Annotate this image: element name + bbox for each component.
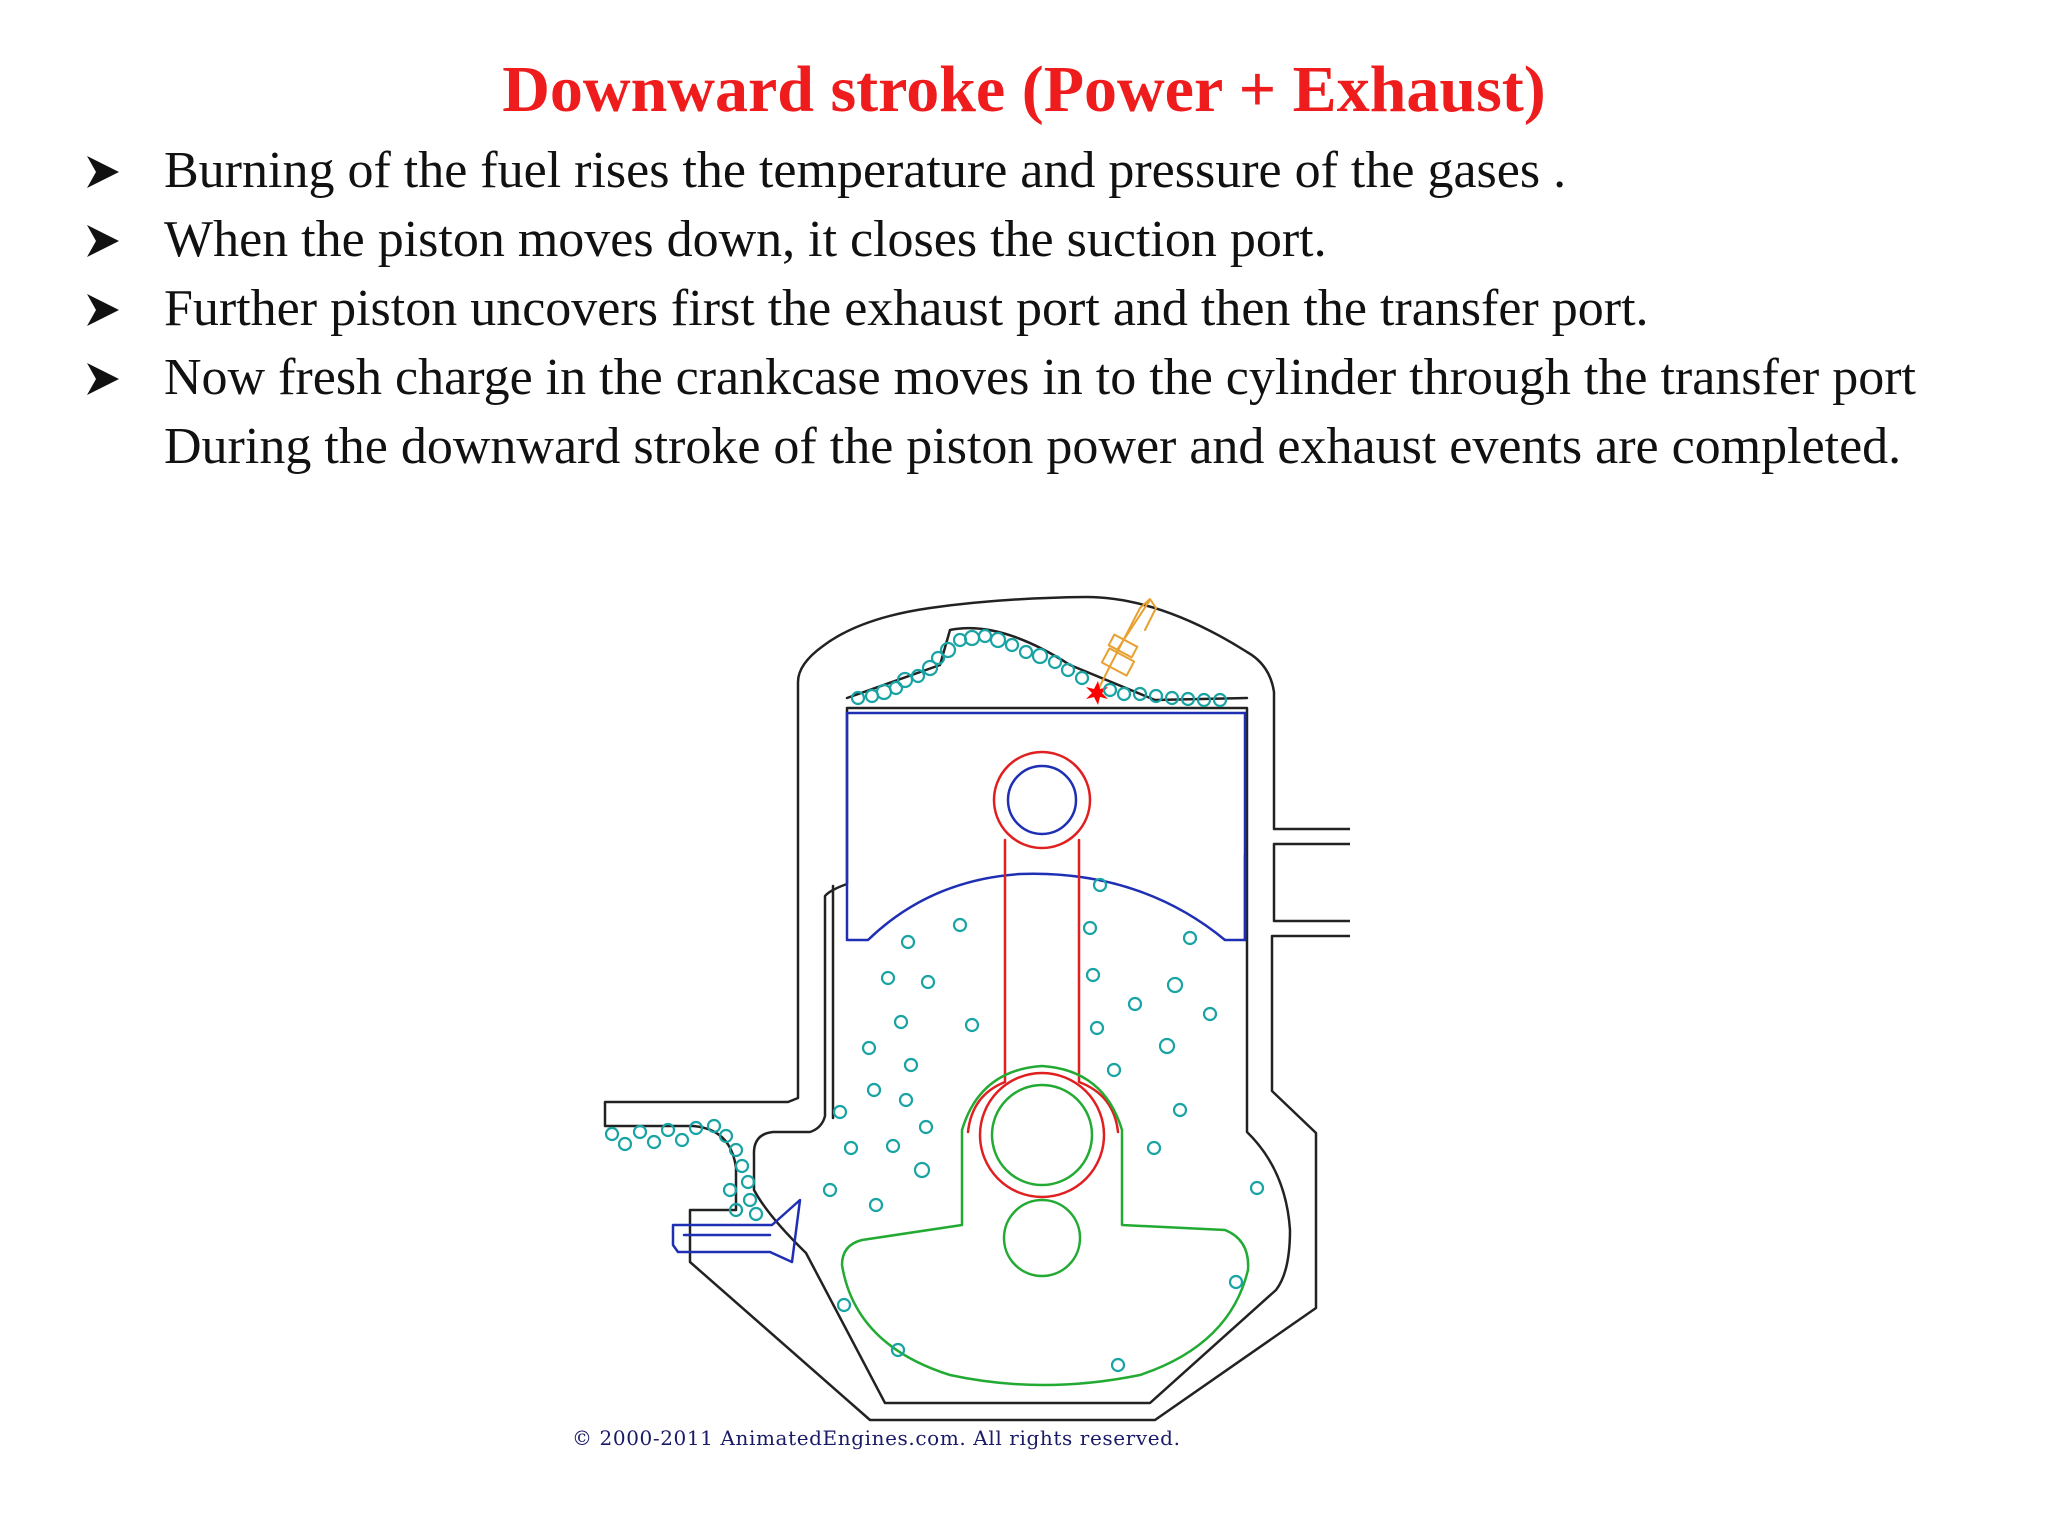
bullet-item: Further piston uncovers first the exhaus… [86, 274, 2026, 343]
combustion-chamber-head [845, 626, 1249, 702]
crankshaft [840, 1064, 1250, 1387]
arrowhead-bullet-icon [87, 294, 119, 326]
bullet-item: Now fresh charge in the crankcase moves … [86, 343, 2026, 481]
bullet-list: Burning of the fuel rises the temperatur… [86, 136, 2026, 481]
bullet-text: When the piston moves down, it closes th… [164, 211, 1327, 268]
crank-journal [1002, 1198, 1082, 1278]
piston [845, 711, 1247, 942]
slide-title: Downward stroke (Power + Exhaust) [502, 53, 1546, 126]
copyright-notice: © 2000-2011 AnimatedEngines.com. All rig… [572, 1426, 1181, 1450]
arrowhead-bullet-icon [87, 225, 119, 257]
intake-reed-valve [671, 1198, 802, 1264]
bullet-text: Further piston uncovers first the exhaus… [164, 280, 1649, 337]
bullet-item: When the piston moves down, it closes th… [86, 205, 2026, 274]
charge-bubbles [604, 628, 1265, 1373]
bullet-text: Now fresh charge in the crankcase moves … [164, 349, 1917, 475]
arrowhead-bullet-icon [87, 156, 119, 188]
two-stroke-engine-diagram [603, 595, 1350, 1422]
bullet-item: Burning of the fuel rises the temperatur… [86, 136, 2026, 205]
connecting-rod [966, 750, 1120, 1199]
piston-pin [1006, 764, 1078, 836]
arrowhead-bullet-icon [87, 363, 119, 395]
bullet-text: Burning of the fuel rises the temperatur… [164, 142, 1567, 199]
spark-plug [1098, 598, 1157, 689]
spark [1086, 681, 1108, 705]
